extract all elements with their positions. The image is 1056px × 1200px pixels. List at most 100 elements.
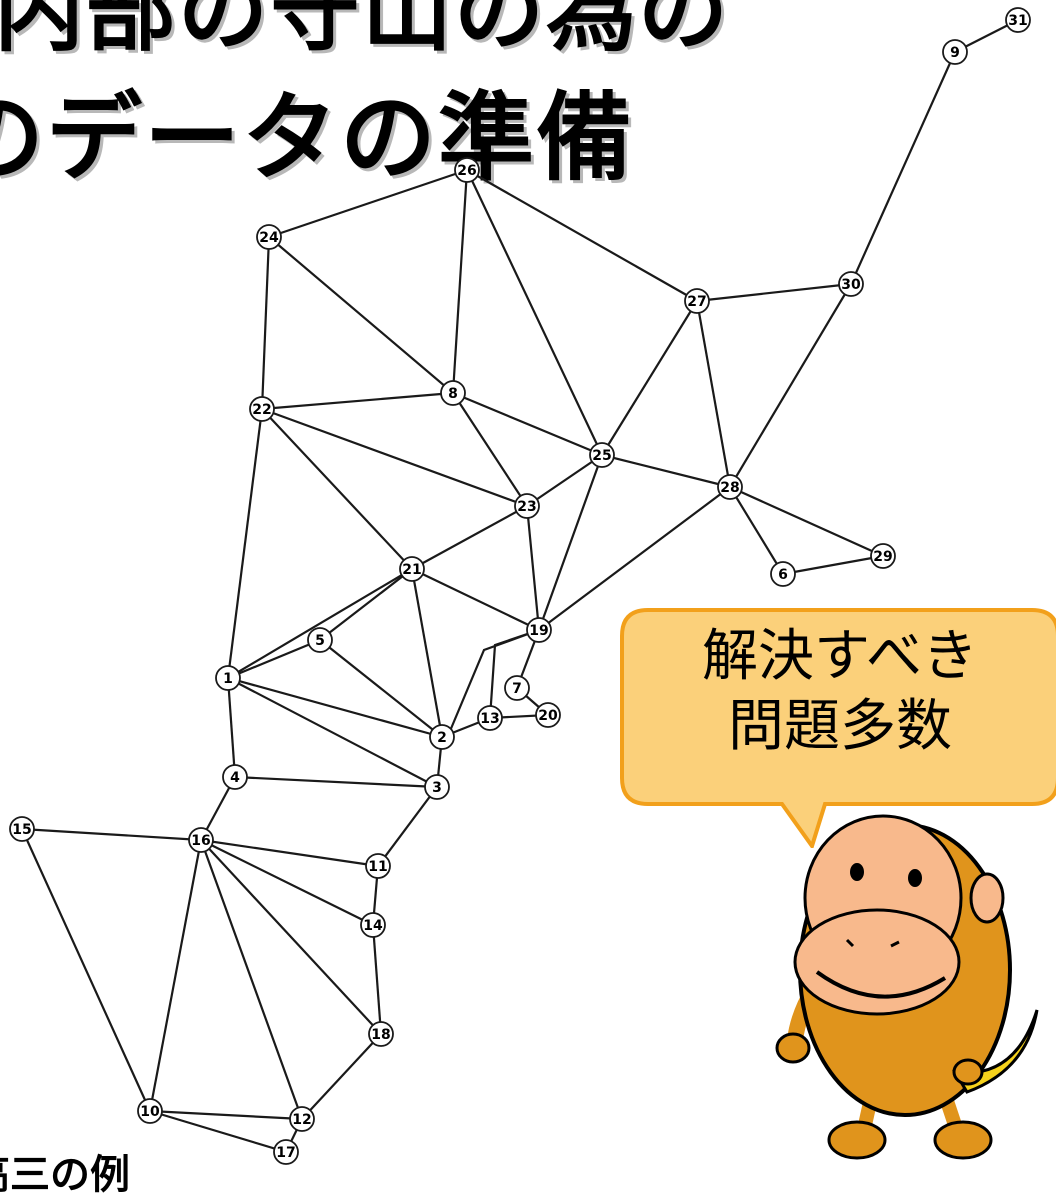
graph-node-label: 9 — [950, 45, 960, 61]
graph-node-circle — [870, 543, 896, 569]
bubble-line-2: 問題多数 — [728, 694, 952, 759]
monkey-mascot-icon — [775, 814, 1039, 1160]
graph-node-circle — [188, 827, 214, 853]
graph-node-circle — [589, 442, 615, 468]
graph-edge-19-13 — [488, 628, 540, 719]
graph-edge-10-12 — [149, 1109, 303, 1121]
graph-node-circle — [399, 556, 425, 582]
graph-node-label: 12 — [292, 1112, 311, 1128]
graph-node-circle — [477, 705, 503, 731]
graph-node-21: 21 — [399, 556, 425, 582]
graph-node-label: 8 — [448, 386, 458, 402]
graph-node-label: 28 — [720, 480, 739, 496]
graph-edge-24-8 — [268, 236, 454, 394]
graph-edge-8-23 — [452, 392, 528, 507]
graph-edge-16-18 — [200, 839, 382, 1035]
graph-node-20: 20 — [535, 702, 561, 728]
graph-edge-8-25 — [452, 391, 603, 457]
graph-node-circle — [222, 764, 248, 790]
graph-node-circle — [838, 271, 864, 297]
graph-node-4: 4 — [222, 764, 248, 790]
graph-node-circle — [942, 39, 968, 65]
graph-node-23: 23 — [514, 493, 540, 519]
graph-node-circle — [289, 1106, 315, 1132]
graph-edge-22-23 — [261, 407, 528, 508]
graph-node-label: 16 — [191, 833, 210, 849]
graph-edge-6-29 — [782, 554, 884, 576]
graph-node-circle — [684, 288, 710, 314]
graph-node-label: 30 — [841, 277, 861, 293]
graph-node-29: 29 — [870, 543, 896, 569]
graph-node-label: 20 — [538, 708, 558, 724]
graph-node-3: 3 — [424, 774, 450, 800]
graph-node-22: 22 — [249, 396, 275, 422]
graph-node-label: 15 — [12, 822, 31, 838]
graph-edge-26-27 — [466, 169, 698, 302]
graph-node-28: 28 — [717, 474, 743, 500]
graph-edge-19-2 — [448, 628, 540, 732]
graph-node-label: 31 — [1008, 13, 1027, 29]
graph-edge-30-27 — [696, 282, 852, 303]
graph-edge-12-18 — [301, 1033, 382, 1120]
graph-edge-5-21 — [319, 568, 413, 641]
graph-edge-28-6 — [729, 486, 784, 575]
graph-edge-10-17 — [149, 1109, 287, 1154]
graph-edge-30-28 — [729, 283, 852, 488]
graph-node-1: 1 — [215, 665, 241, 691]
graph-node-label: 18 — [371, 1027, 390, 1043]
graph-node-label: 7 — [512, 681, 522, 697]
graph-node-label: 19 — [529, 623, 548, 639]
graph-node-13: 13 — [477, 705, 503, 731]
graph-node-25: 25 — [589, 442, 615, 468]
graph-edge-22-21 — [261, 408, 413, 570]
graph-node-24: 24 — [256, 224, 282, 250]
graph-node-circle — [273, 1139, 299, 1165]
bubble-line-1: 解決すべき — [701, 624, 979, 689]
graph-node-label: 3 — [432, 780, 442, 796]
graph-edge-16-11 — [200, 838, 379, 868]
graph-node-2: 2 — [429, 724, 455, 750]
graph-edge-26-8 — [451, 169, 469, 394]
graph-node-14: 14 — [360, 912, 386, 938]
graph-node-circle — [368, 1021, 394, 1047]
graph-node-circle — [514, 493, 540, 519]
graph-node-19: 19 — [526, 617, 552, 643]
graph-edge-24-22 — [260, 236, 271, 410]
graph-node-circle — [365, 853, 391, 879]
speech-bubble — [620, 608, 1056, 848]
graph-node-label: 23 — [517, 499, 536, 515]
graph-edge-27-25 — [601, 300, 698, 456]
graph-node-circle — [504, 675, 530, 701]
graph-node-circle — [215, 665, 241, 691]
graph-node-17: 17 — [273, 1139, 299, 1165]
graph-node-7: 7 — [504, 675, 530, 701]
graph-edges — [20, 19, 1019, 1154]
graph-node-label: 14 — [363, 918, 383, 934]
graph-edge-16-14 — [200, 839, 374, 926]
graph-node-27: 27 — [684, 288, 710, 314]
graph-node-circle — [454, 157, 480, 183]
graph-node-11: 11 — [365, 853, 391, 879]
graph-node-label: 13 — [480, 711, 499, 727]
graph-node-circle — [1005, 7, 1031, 33]
graph-edge-22-1 — [226, 408, 264, 679]
slide-caption: 高三の例 — [0, 1152, 130, 1198]
graph-node-circle — [256, 224, 282, 250]
graph-edge-23-19 — [525, 505, 541, 631]
graph-edge-3-11 — [377, 786, 438, 867]
graph-nodes: 1234567891011121314151617181920212223242… — [9, 7, 1031, 1165]
graph-node-circle — [535, 702, 561, 728]
graph-node-16: 16 — [188, 827, 214, 853]
graph-node-circle — [360, 912, 386, 938]
graph-node-26: 26 — [454, 157, 480, 183]
graph-edge-5-2 — [319, 639, 443, 738]
graph-node-circle — [770, 561, 796, 587]
graph-node-label: 25 — [592, 448, 611, 464]
graph-edge-23-21 — [411, 505, 528, 570]
graph-node-18: 18 — [368, 1021, 394, 1047]
graph-node-label: 17 — [276, 1145, 295, 1161]
graph-node-15: 15 — [9, 816, 35, 842]
graph-node-31: 31 — [1005, 7, 1031, 33]
graph-edge-28-29 — [729, 485, 884, 558]
graph-node-label: 21 — [402, 562, 421, 578]
